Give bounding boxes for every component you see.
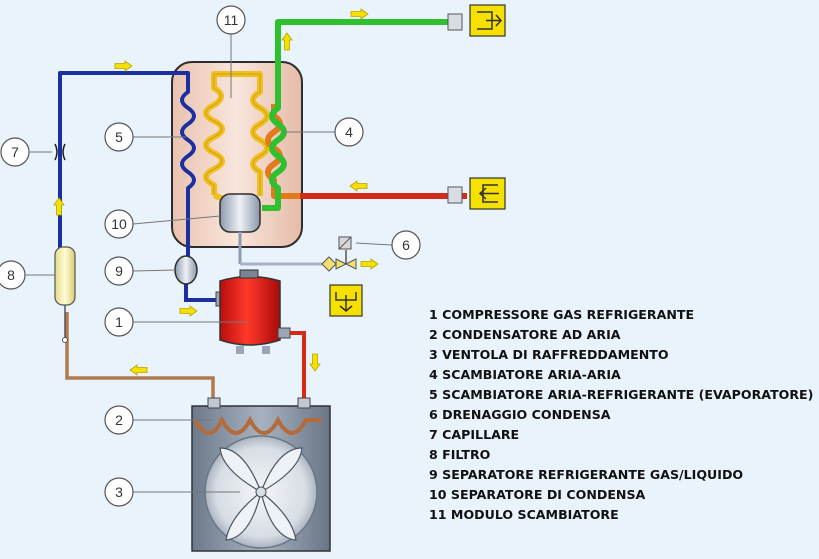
svg-text:10: 10 <box>111 216 127 232</box>
liquid-line-brown <box>65 312 215 400</box>
svg-text:8: 8 <box>7 267 15 283</box>
callout-8: 8 <box>0 260 26 290</box>
svg-text:1: 1 <box>115 314 123 330</box>
legend-item-11: 11 MODULO SCAMBIATORE <box>429 507 619 522</box>
callout-2: 2 <box>104 405 134 435</box>
exchanger-module-body <box>171 61 303 248</box>
legend-item-5: 5 SCAMBIATORE ARIA-REFRIGERANTE (EVAPORA… <box>429 387 814 402</box>
callout-11: 11 <box>216 5 246 35</box>
callout-6: 6 <box>391 230 421 260</box>
callout-9: 9 <box>104 256 134 286</box>
callout-1: 1 <box>104 307 134 337</box>
svg-text:2: 2 <box>115 412 123 428</box>
filter-body <box>54 246 76 306</box>
svg-text:11: 11 <box>224 12 239 28</box>
callout-7: 7 <box>0 137 30 167</box>
callout-3: 3 <box>104 477 134 507</box>
condensate-separator <box>219 193 261 233</box>
legend-item-1: 1 COMPRESSORE GAS REFRIGERANTE <box>429 307 695 322</box>
compressor-body <box>219 275 281 346</box>
svg-text:3: 3 <box>115 484 123 500</box>
callout-4: 4 <box>334 117 364 147</box>
gas-liquid-separator <box>174 255 198 285</box>
callout-5: 5 <box>104 122 134 152</box>
condenser-coil <box>193 415 322 435</box>
legend-item-4: 4 SCAMBIATORE ARIA-ARIA <box>429 367 621 382</box>
legend-item-3: 3 VENTOLA DI RAFFREDDAMENTO <box>429 347 669 362</box>
callout-10: 10 <box>104 209 134 239</box>
svg-text:5: 5 <box>115 129 123 145</box>
legend-item-10: 10 SEPARATORE DI CONDENSA <box>429 487 646 502</box>
legend-item-9: 9 SEPARATORE REFRIGERANTE GAS/LIQUIDO <box>429 467 744 482</box>
leader-line-10 <box>132 215 221 225</box>
svg-text:4: 4 <box>345 124 353 140</box>
svg-text:7: 7 <box>11 144 19 160</box>
leader-line-9 <box>132 269 176 272</box>
drain-valve-icon <box>321 236 357 272</box>
svg-text:9: 9 <box>115 263 123 279</box>
legend-item-2: 2 CONDENSATORE AD ARIA <box>429 327 621 342</box>
legend-item-6: 6 DRENAGGIO CONDENSA <box>429 407 611 422</box>
air-outlet-green <box>262 19 460 211</box>
legend-item-7: 7 CAPILLARE <box>429 427 520 442</box>
component-legend: 1 COMPRESSORE GAS REFRIGERANTE 2 CONDENS… <box>429 305 813 525</box>
refrigerant-line-blue <box>58 71 196 297</box>
leader-line-6 <box>355 242 393 246</box>
hot-gas-line-red <box>290 331 306 400</box>
svg-text:6: 6 <box>402 237 410 253</box>
fan-blade-icon <box>219 447 303 541</box>
legend-item-8: 8 FILTRO <box>429 447 491 462</box>
